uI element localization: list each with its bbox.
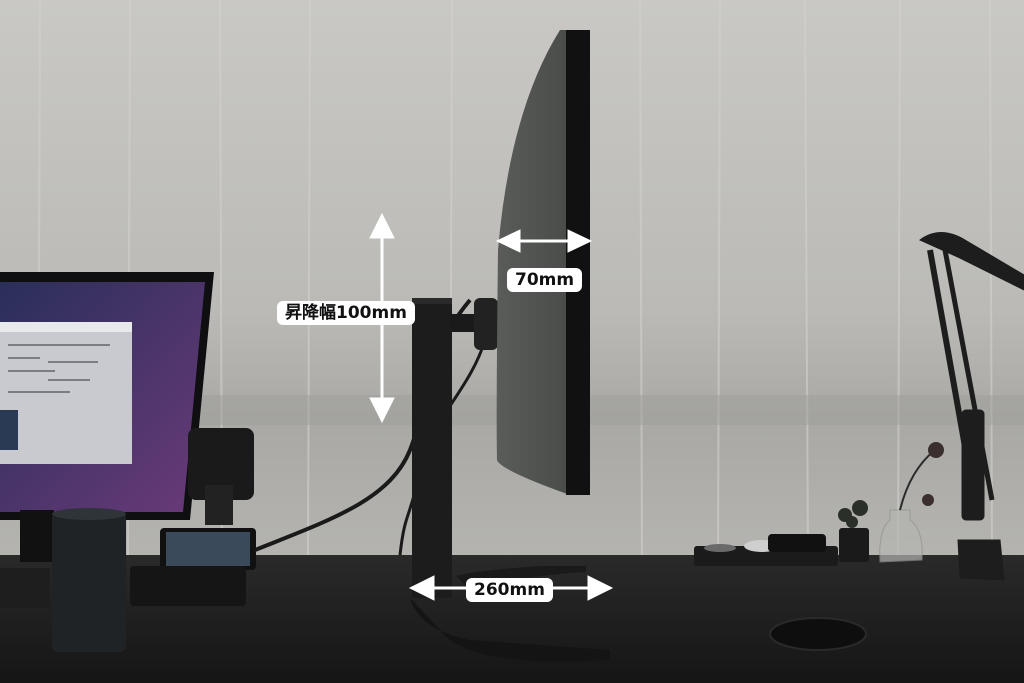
width-arrow-left-head xyxy=(408,575,435,601)
monitor-depth-label: 70mm xyxy=(507,268,583,292)
height-adjust-label: 昇降幅100mm xyxy=(277,301,415,325)
mouse xyxy=(769,617,867,651)
keyboard xyxy=(0,568,50,608)
desk-lamp xyxy=(919,232,1024,581)
stand-width-label: 260mm xyxy=(466,578,553,602)
glass-vase xyxy=(879,442,944,563)
depth-arrow-left-head xyxy=(495,229,521,253)
height-arrow-down-head xyxy=(369,397,395,424)
width-arrow-right-head xyxy=(587,575,614,601)
depth-arrow-right-head xyxy=(567,229,593,253)
monitor-arm-clamp xyxy=(188,428,254,525)
charging-tray xyxy=(694,534,838,566)
height-arrow-up-head xyxy=(369,212,395,239)
left-monitor xyxy=(0,272,214,562)
cup xyxy=(52,508,126,652)
phone-stand xyxy=(130,528,256,606)
main-monitor xyxy=(496,30,590,495)
potted-plant xyxy=(838,500,869,562)
